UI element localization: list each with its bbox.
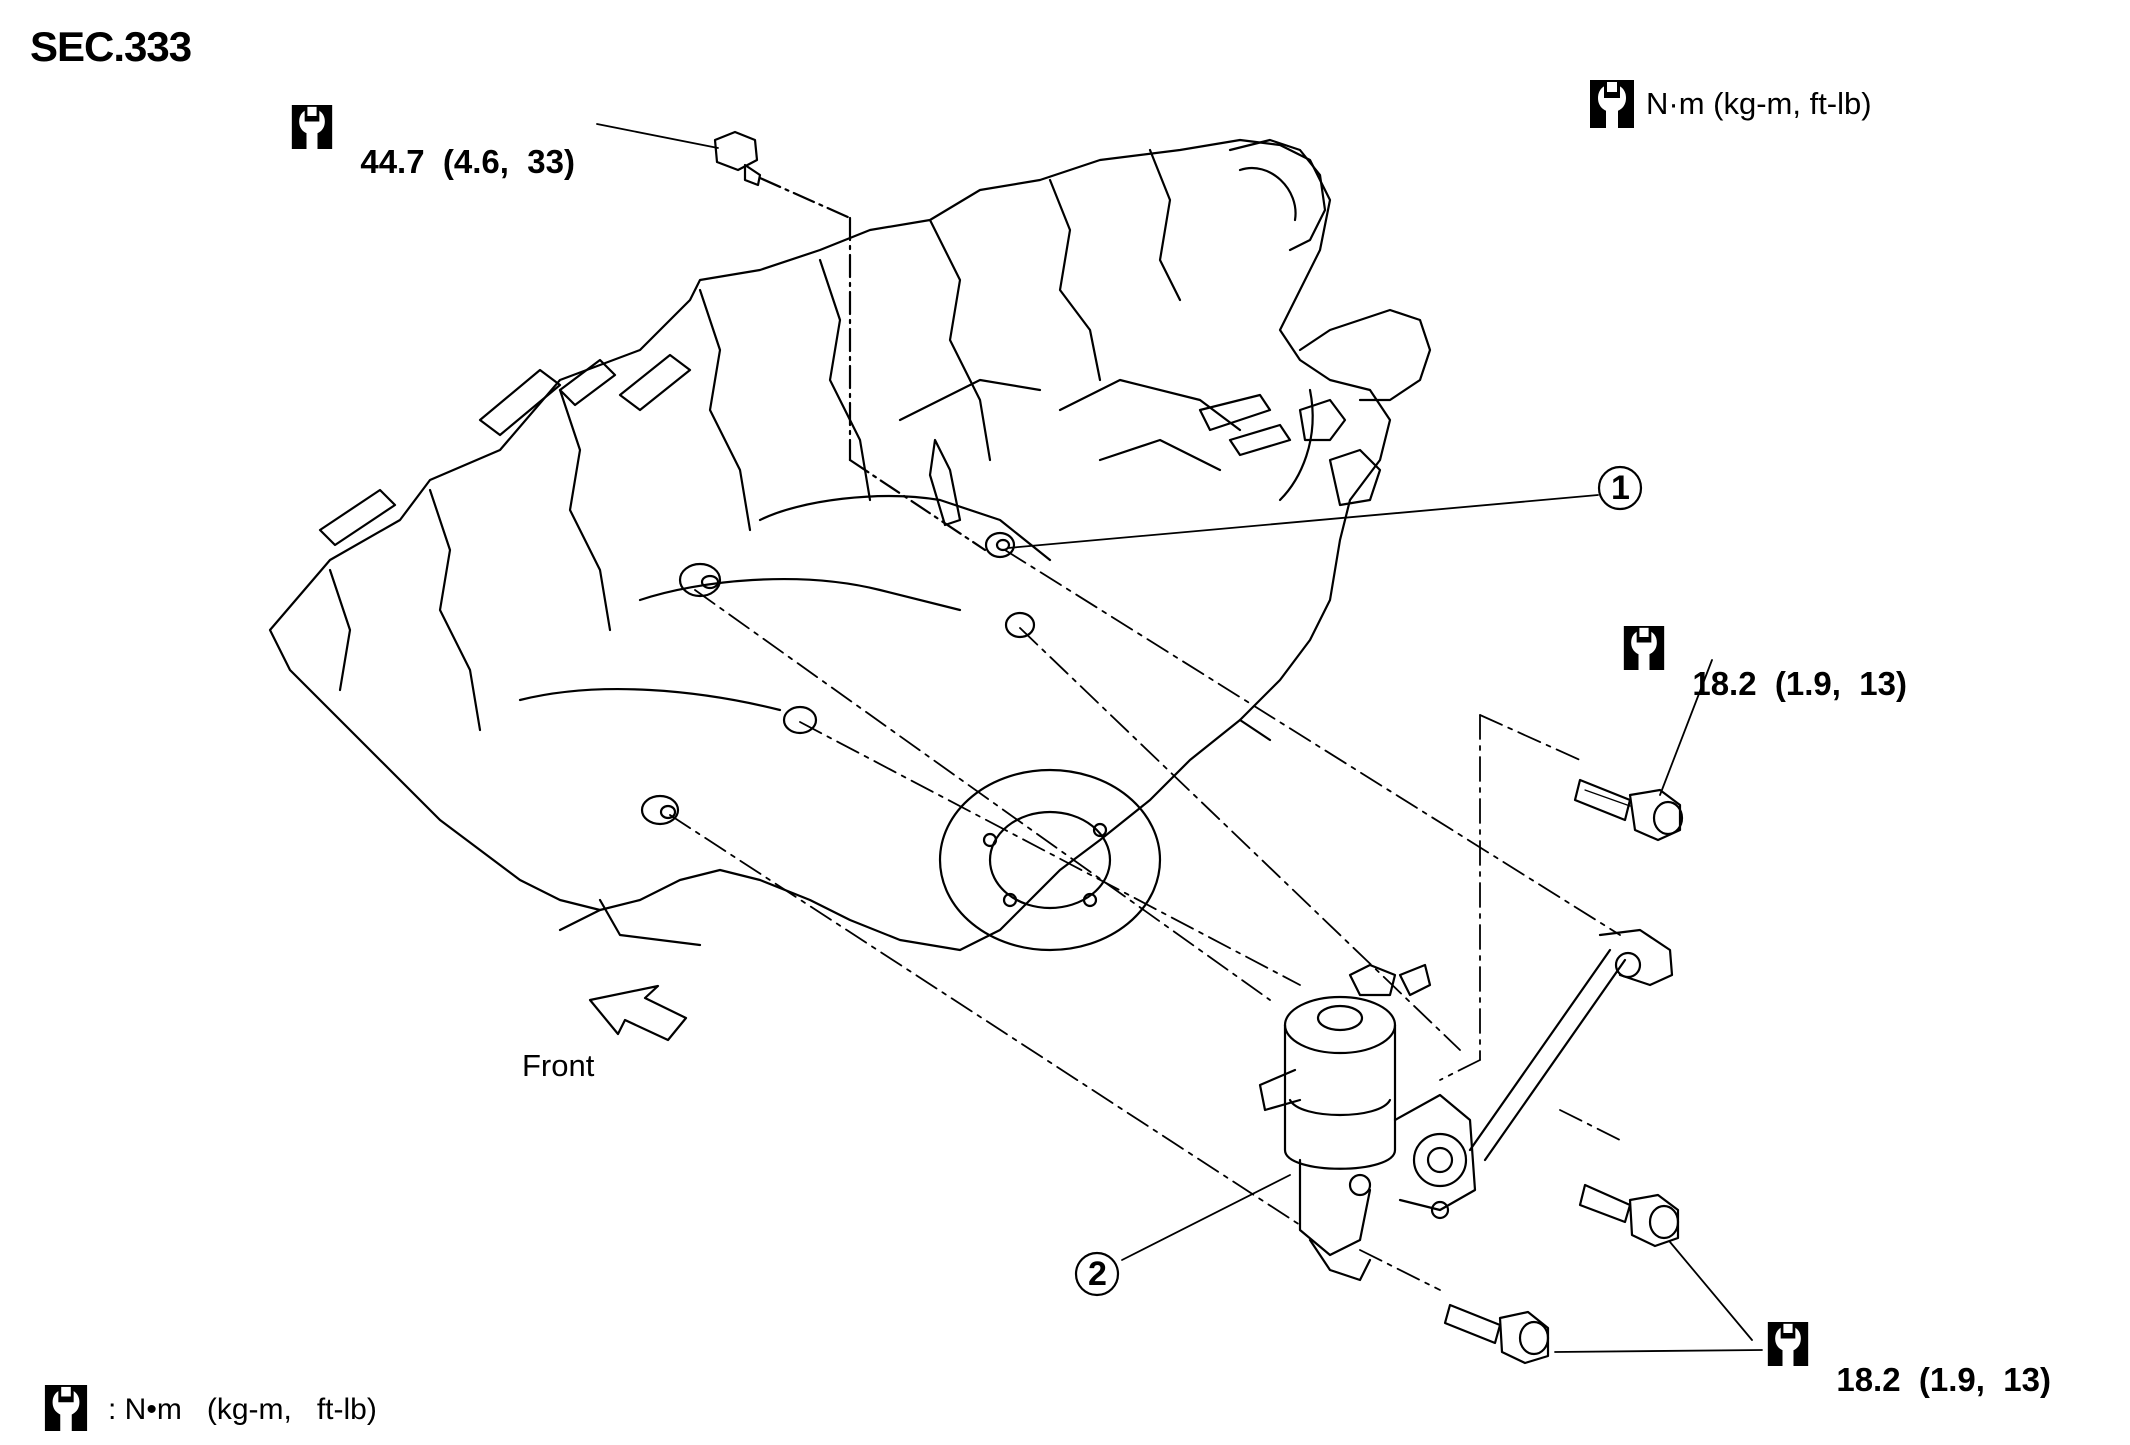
torque-spec-top-bolt: 44.7 (4.6, 33) bbox=[342, 112, 575, 178]
torque-wrench-icon bbox=[44, 1385, 88, 1431]
torque-detail: (1.9, 13) bbox=[1774, 665, 1907, 702]
torque-detail: (4.6, 33) bbox=[442, 143, 575, 180]
leader-lines bbox=[596, 123, 1763, 1353]
torque-value: 44.7 bbox=[360, 143, 425, 180]
bolt-upper-right bbox=[1573, 778, 1684, 842]
bolt-top bbox=[713, 130, 987, 552]
torque-detail: (1.9, 13) bbox=[1918, 1361, 2051, 1398]
callout-circle-1 bbox=[1597, 465, 1643, 511]
torque-value: 18.2 bbox=[1692, 665, 1757, 702]
units-header: N·m (kg-m, ft-lb) bbox=[1646, 86, 1872, 121]
callout-number-1: 1 bbox=[1611, 469, 1630, 507]
callout-circle-2 bbox=[1074, 1251, 1120, 1297]
torque-wrench-icon bbox=[1623, 626, 1665, 670]
bolt-lower-right-b bbox=[1443, 1303, 1550, 1365]
torque-spec-upper-right-bolt: 18.2 (1.9, 13) bbox=[1674, 634, 1907, 700]
torque-wrench-icon bbox=[1767, 1322, 1809, 1366]
front-direction-arrow bbox=[588, 984, 688, 1042]
transfer-case-body bbox=[268, 138, 1432, 952]
torque-wrench-icon bbox=[291, 105, 333, 149]
torque-spec-lower-right-bolts: 18.2 (1.9, 13) bbox=[1818, 1330, 2051, 1396]
torque-value: 18.2 bbox=[1836, 1361, 1901, 1398]
transfer-actuator bbox=[1258, 963, 1477, 1282]
projection-lines bbox=[669, 549, 1621, 1291]
linkage-rod bbox=[1468, 928, 1674, 1162]
front-label: Front bbox=[522, 1048, 595, 1083]
torque-wrench-icon bbox=[1590, 80, 1634, 128]
legend-text: : N•m (kg-m, ft-lb) bbox=[108, 1393, 377, 1426]
bolt-lower-right-a bbox=[1578, 1183, 1680, 1248]
callout-number-2: 2 bbox=[1088, 1255, 1107, 1293]
section-code: SEC.333 bbox=[30, 23, 192, 70]
